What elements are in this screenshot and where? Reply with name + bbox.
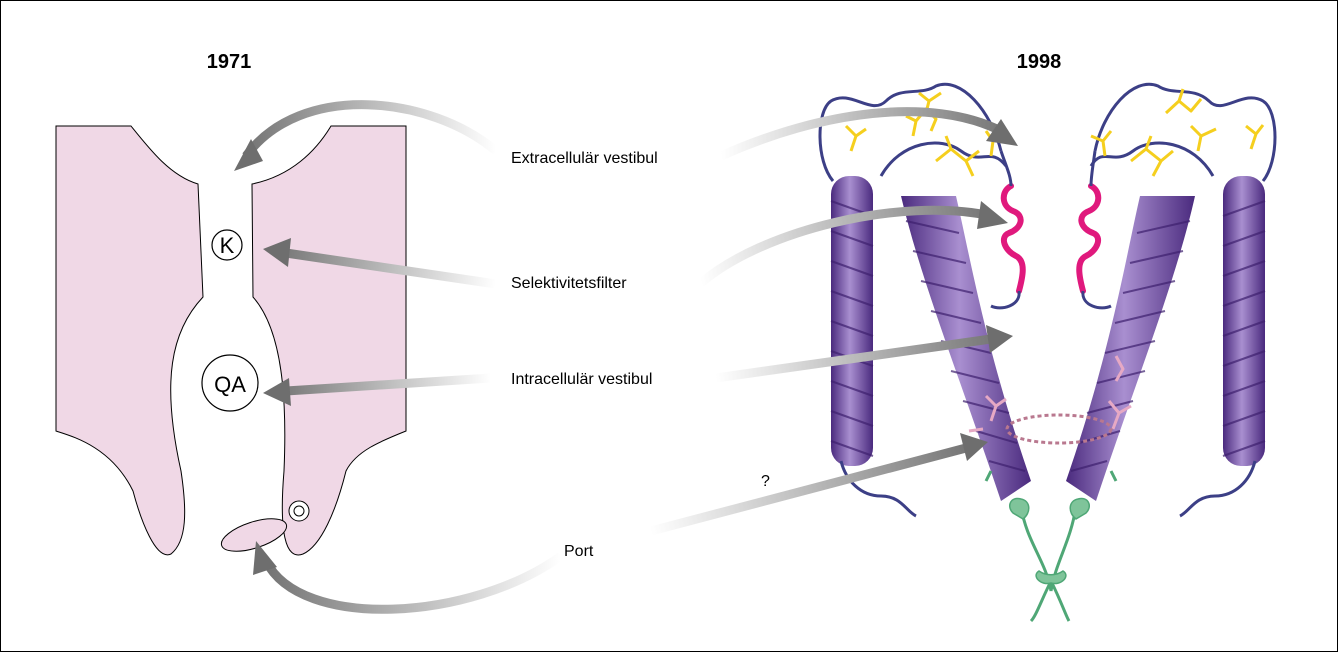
label-question: ?: [761, 473, 770, 490]
loop-top-right: [1095, 84, 1275, 181]
title-1971: 1971: [207, 51, 252, 73]
filter-left: [1004, 186, 1023, 291]
channel-model-1971: K QA: [56, 126, 406, 558]
loop-inner-left: [881, 143, 1006, 176]
gate-hinge-inner: [294, 506, 304, 516]
tail-outer-right: [1180, 461, 1255, 516]
loop-to-filter-right: [1091, 151, 1095, 186]
loop-to-filter-left: [1001, 151, 1011, 186]
sidechains-yellow: [846, 89, 1263, 176]
gate-ball: [218, 512, 291, 558]
loop-inner-right: [1091, 143, 1213, 176]
qa-label: QA: [214, 372, 246, 397]
title-1998: 1998: [1017, 51, 1062, 73]
channel-wall-right: [252, 126, 406, 555]
label-extracellular: Extracellulär vestibul: [511, 150, 658, 167]
label-port: Port: [564, 543, 594, 560]
arrowhead-intracellular-right: [986, 325, 1013, 353]
helix-inner-right: [1066, 196, 1195, 501]
helix-outer-right: [1223, 176, 1265, 466]
arrow-port-left: [266, 556, 561, 609]
channel-wall-left: [56, 126, 203, 555]
arrow-port-right: [651, 448, 966, 531]
label-intracellular: Intracellulär vestibul: [511, 371, 652, 388]
filter-right: [1079, 186, 1098, 291]
filter-link-right: [1083, 291, 1111, 308]
label-selectivity: Selektivitetsfilter: [511, 275, 627, 292]
potassium-label: K: [220, 233, 235, 258]
filter-link-left: [991, 291, 1019, 308]
arrowhead-intracellular-left: [263, 378, 291, 406]
loop-top-left: [820, 84, 1001, 181]
